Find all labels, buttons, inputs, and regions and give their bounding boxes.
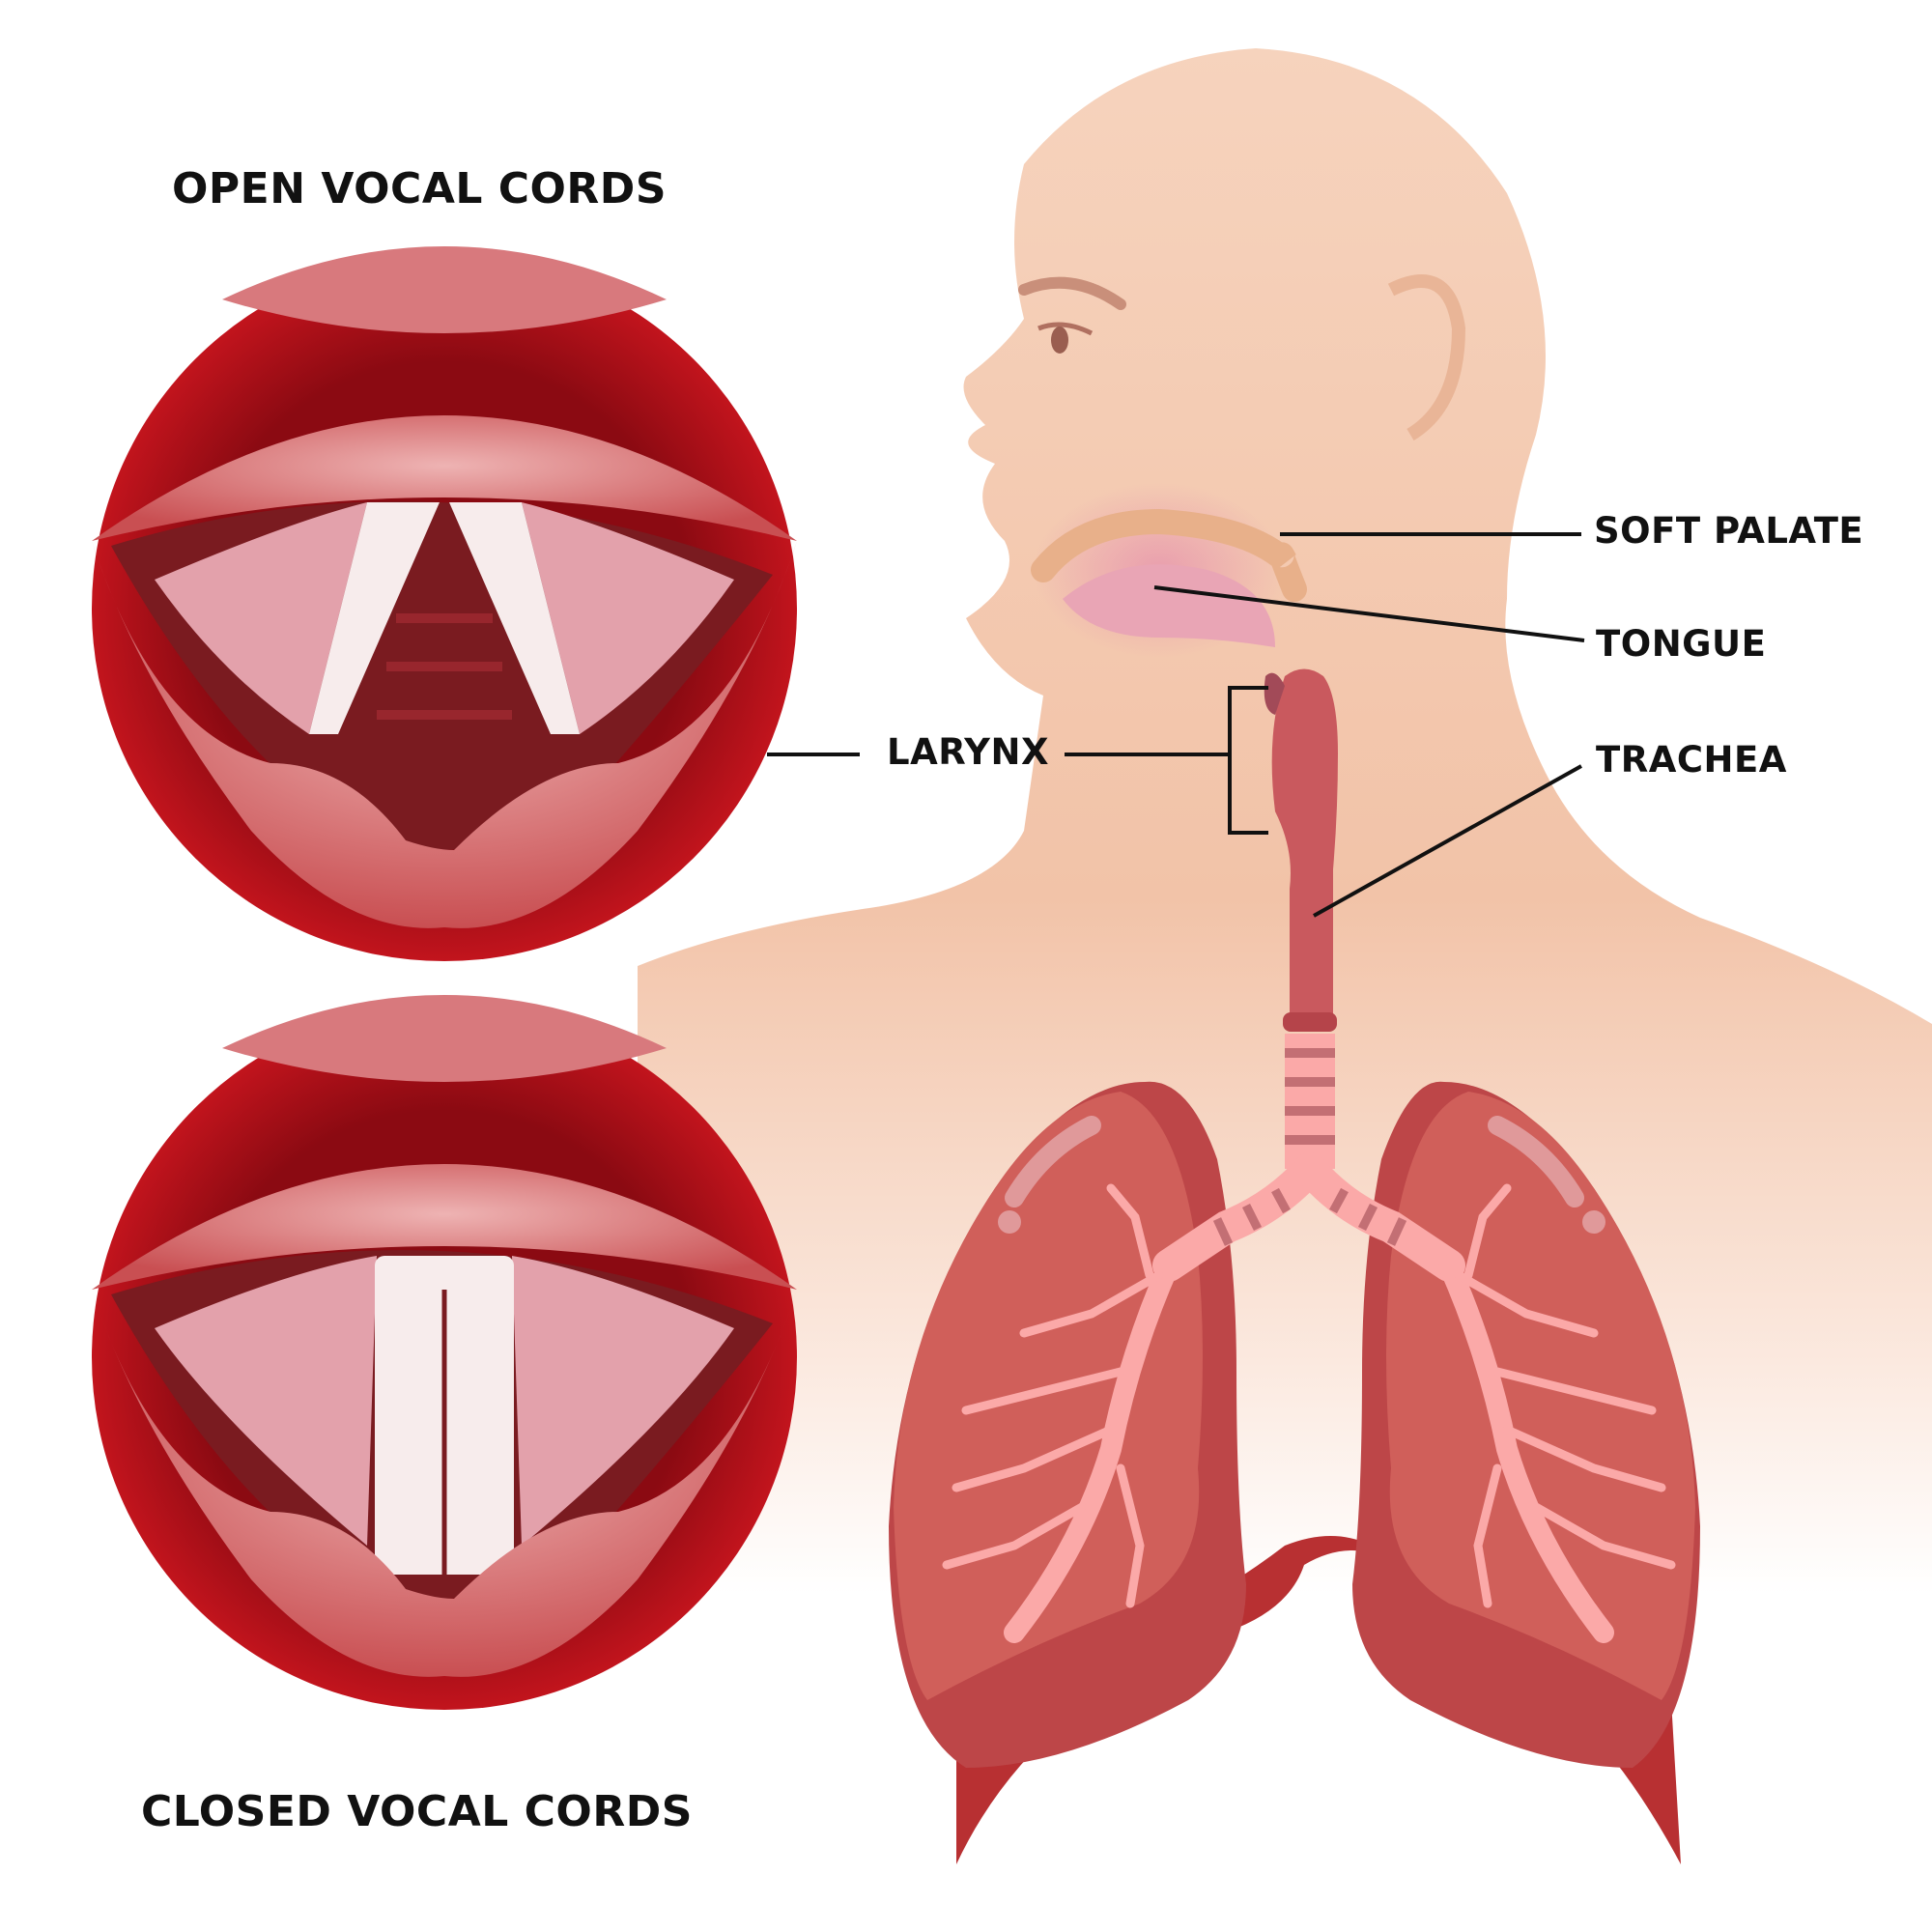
closed-vocal-cords-title: CLOSED VOCAL CORDS (141, 1787, 693, 1836)
trachea-label: TRACHEA (1596, 739, 1787, 781)
closed-vocal-cords-illustration (92, 995, 797, 1710)
open-vocal-cords-title: OPEN VOCAL CORDS (172, 164, 668, 213)
lungs (889, 1081, 1700, 1864)
trachea (1264, 668, 1338, 1169)
soft-palate-label: SOFT PALATE (1594, 510, 1864, 552)
tongue-label: TONGUE (1596, 623, 1767, 665)
leader-lines (767, 532, 1585, 918)
open-vocal-cords-illustration (92, 246, 797, 961)
larynx-label: LARYNX (887, 731, 1049, 773)
